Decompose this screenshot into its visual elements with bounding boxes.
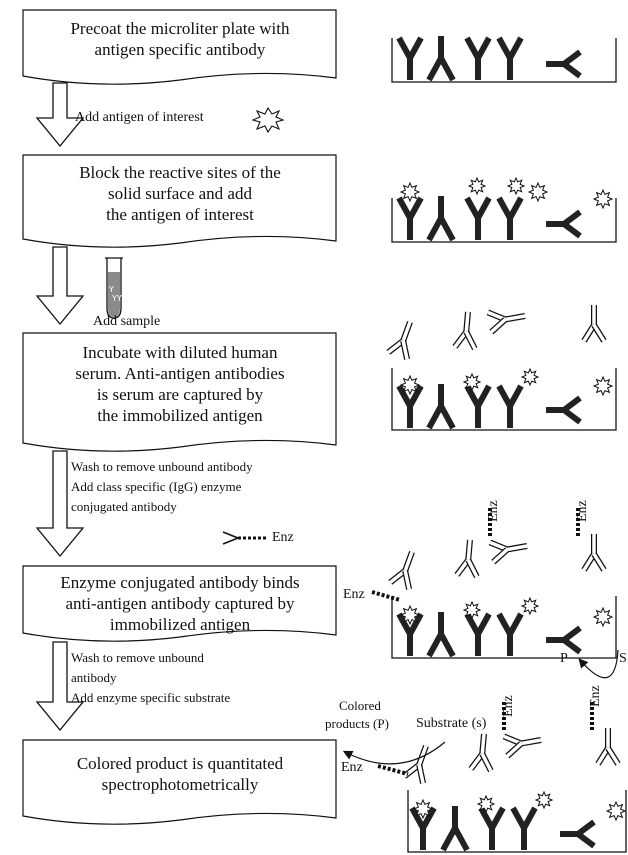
enzyme-link [371,590,401,602]
antigen-star [592,606,614,628]
antibody [426,612,456,658]
substrate-s-label: S [619,651,627,666]
antibody [396,612,424,656]
antigen-star [592,375,614,397]
anti-antigen-antibody [386,320,413,360]
plate-well [391,596,617,659]
step-box-5 [22,739,337,825]
antigen-star [467,176,487,196]
anti-antigen-antibody [581,534,607,572]
anti-antigen-antibody [388,550,415,590]
antigen-star [399,374,421,396]
antibody [440,806,470,852]
plate-well [407,790,627,853]
antibody [496,612,524,656]
step-box-1 [22,9,337,85]
anti-antigen-antibody [581,305,607,343]
antigen-star [462,372,482,392]
anti-antigen-antibody [468,733,494,773]
antigen-star-icon [251,106,285,134]
flow-arrow-3 [35,450,85,558]
antibody [510,806,538,850]
anti-antigen-antibody [486,309,526,335]
step-box-4 [22,565,337,642]
antibody [426,384,456,430]
antibody [396,196,424,240]
step-box-3 [22,332,337,452]
antibody [426,196,456,242]
anti-antigen-antibody [488,539,528,565]
enz-label-vert-5b: Enz [588,685,603,707]
antigen-star [506,176,526,196]
step-box-2 [22,154,337,248]
antibody [426,36,456,82]
antigen-star [527,181,549,203]
antibody [464,612,492,656]
enz-label-vert-4a: Enz [486,500,501,522]
antibody [546,395,582,425]
antigen-star [399,181,421,203]
antigen-star [412,798,434,820]
anti-antigen-antibody [595,728,621,766]
antibody [496,36,524,80]
flow-arrow-2 [35,246,85,326]
antibody [546,49,582,79]
antigen-star [520,367,540,387]
enz-label-vert-5a: Enz [501,695,516,717]
enz-label-vert-4b: Enz [575,500,590,522]
flow-arrow-1 [35,82,85,148]
svg-text:Y: Y [108,285,114,294]
flow-arrow-4 [35,641,85,732]
antigen-star [462,600,482,620]
plate-well [391,198,617,243]
antibody [546,209,582,239]
antigen-star [520,596,540,616]
transition-2-note: Add sample [93,314,161,329]
antibody [464,384,492,428]
antigen-star [592,188,614,210]
antigen-star [605,800,627,822]
antigen-star [534,790,554,810]
svg-text:YY: YY [111,294,122,303]
plate-well [391,38,617,83]
product-p-label: P [560,651,568,666]
anti-antigen-antibody [502,733,542,759]
plate-panels [371,36,627,853]
plate-well [391,368,617,431]
antibody [546,625,582,655]
antibody [496,196,524,240]
transition-1-note: Add antigen of interest [75,110,204,125]
sample-tube-icon: Y YY [105,257,123,319]
antibody [409,806,437,850]
enz-label-left-4: Enz [343,587,365,602]
anti-antigen-antibody [452,311,478,351]
reaction-arrow-corner [578,649,619,679]
antibody [396,384,424,428]
reaction-arrow-main [342,741,446,765]
enz-label-small: Enz [272,530,294,545]
antigen-star [399,604,421,626]
antibody [560,819,596,849]
antibody [464,196,492,240]
anti-antigen-antibody [454,539,480,579]
antibody [496,384,524,428]
substrate-label: Substrate (s) [416,716,487,731]
enzyme-link [377,764,409,776]
enzyme-conjugate-icon [222,531,268,545]
antibody [478,806,506,850]
antibody [396,36,424,80]
anti-antigen-antibody [402,744,429,784]
antigen-star [476,794,496,814]
enz-label-left-5: Enz [341,760,363,775]
antibody [464,36,492,80]
